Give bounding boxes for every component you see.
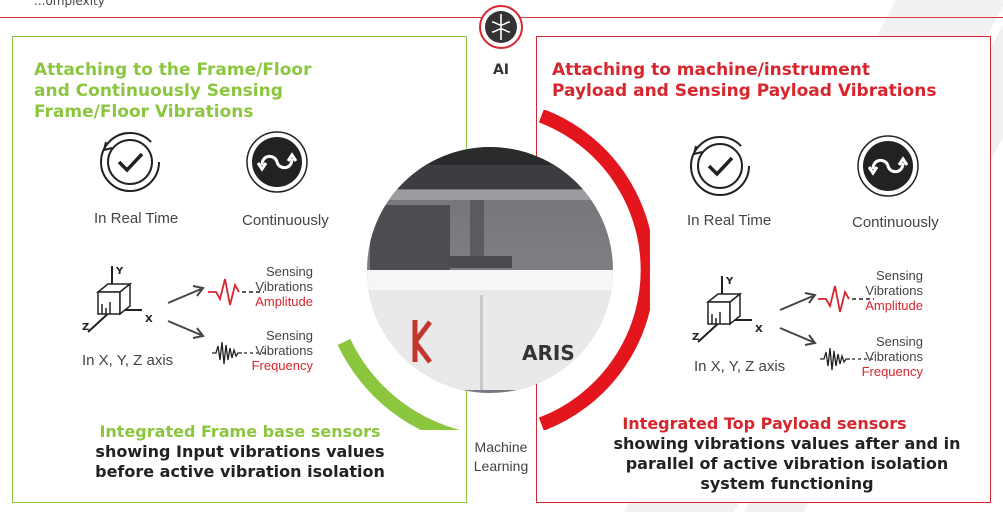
header-partial-text: ...omplexity bbox=[34, 0, 105, 8]
xyz-axis-cube-icon: Y X Z bbox=[82, 266, 153, 333]
realtime-label: In Real Time bbox=[94, 210, 179, 227]
aris-device-photo: ARIS bbox=[337, 110, 650, 430]
sensing-amplitude-label: Sensing Vibrations Amplitude bbox=[858, 268, 923, 313]
clock-check-icon bbox=[100, 132, 160, 192]
realtime-label: In Real Time bbox=[687, 212, 772, 229]
svg-text:Z: Z bbox=[692, 332, 699, 343]
amplitude-highlight: Amplitude bbox=[865, 298, 923, 313]
sensing-line: Vibrations bbox=[865, 283, 923, 298]
continuously-label: Continuously bbox=[242, 212, 329, 229]
device-brand-label: ARIS bbox=[522, 341, 575, 365]
frame-sensors-description: showing Input vibrations values before a… bbox=[95, 442, 385, 481]
axis-label: In X, Y, Z axis bbox=[82, 352, 174, 369]
svg-text:Y: Y bbox=[115, 266, 124, 277]
continuously-label: Continuously bbox=[852, 214, 939, 231]
waveform-icon bbox=[208, 278, 264, 306]
payload-panel-title: Attaching to machine/instrument Payload … bbox=[552, 60, 937, 101]
sensing-line: Sensing bbox=[266, 328, 313, 343]
axis-label: In X, Y, Z axis bbox=[694, 358, 786, 375]
arrow-icon bbox=[779, 292, 817, 346]
clock-check-icon bbox=[690, 136, 750, 196]
sensing-frequency-label: Sensing Vibrations Frequency bbox=[858, 334, 923, 379]
waveform-icon bbox=[818, 285, 874, 313]
sensing-amplitude-label: Sensing Vibrations Amplitude bbox=[248, 264, 313, 309]
frame-panel-title: Attaching to the Frame/Floor and Continu… bbox=[34, 60, 312, 122]
sensing-line: Sensing bbox=[876, 268, 923, 283]
arrow-icon bbox=[167, 285, 205, 339]
xyz-axis-cube-icon: Y X Z bbox=[692, 276, 763, 343]
sensing-line: Sensing bbox=[876, 334, 923, 349]
frequency-highlight: Frequency bbox=[251, 358, 313, 373]
sensing-line: Sensing bbox=[266, 264, 313, 279]
sync-arrows-icon bbox=[857, 135, 919, 197]
waveform-icon bbox=[212, 341, 268, 365]
svg-text:Y: Y bbox=[725, 276, 734, 287]
sensing-line: Vibrations bbox=[865, 349, 923, 364]
sensing-line: Vibrations bbox=[255, 343, 313, 358]
svg-text:X: X bbox=[145, 314, 153, 325]
sensing-line: Vibrations bbox=[255, 279, 313, 294]
svg-text:Z: Z bbox=[82, 322, 89, 333]
frequency-highlight: Frequency bbox=[861, 364, 923, 379]
sync-arrows-icon bbox=[246, 131, 308, 193]
waveform-icon bbox=[820, 347, 876, 371]
amplitude-highlight: Amplitude bbox=[255, 294, 313, 309]
payload-sensors-description: showing vibrations values after and in p… bbox=[613, 434, 961, 493]
payload-sensors-heading: Integrated Top Payload sensors bbox=[622, 414, 907, 433]
frame-sensors-heading: Integrated Frame base sensors bbox=[99, 422, 381, 441]
sensing-frequency-label: Sensing Vibrations Frequency bbox=[248, 328, 313, 373]
svg-text:X: X bbox=[755, 324, 763, 335]
brain-icon bbox=[479, 5, 523, 49]
machine-learning-label: Machine Learning bbox=[473, 439, 529, 474]
ai-label: AI bbox=[492, 62, 510, 78]
